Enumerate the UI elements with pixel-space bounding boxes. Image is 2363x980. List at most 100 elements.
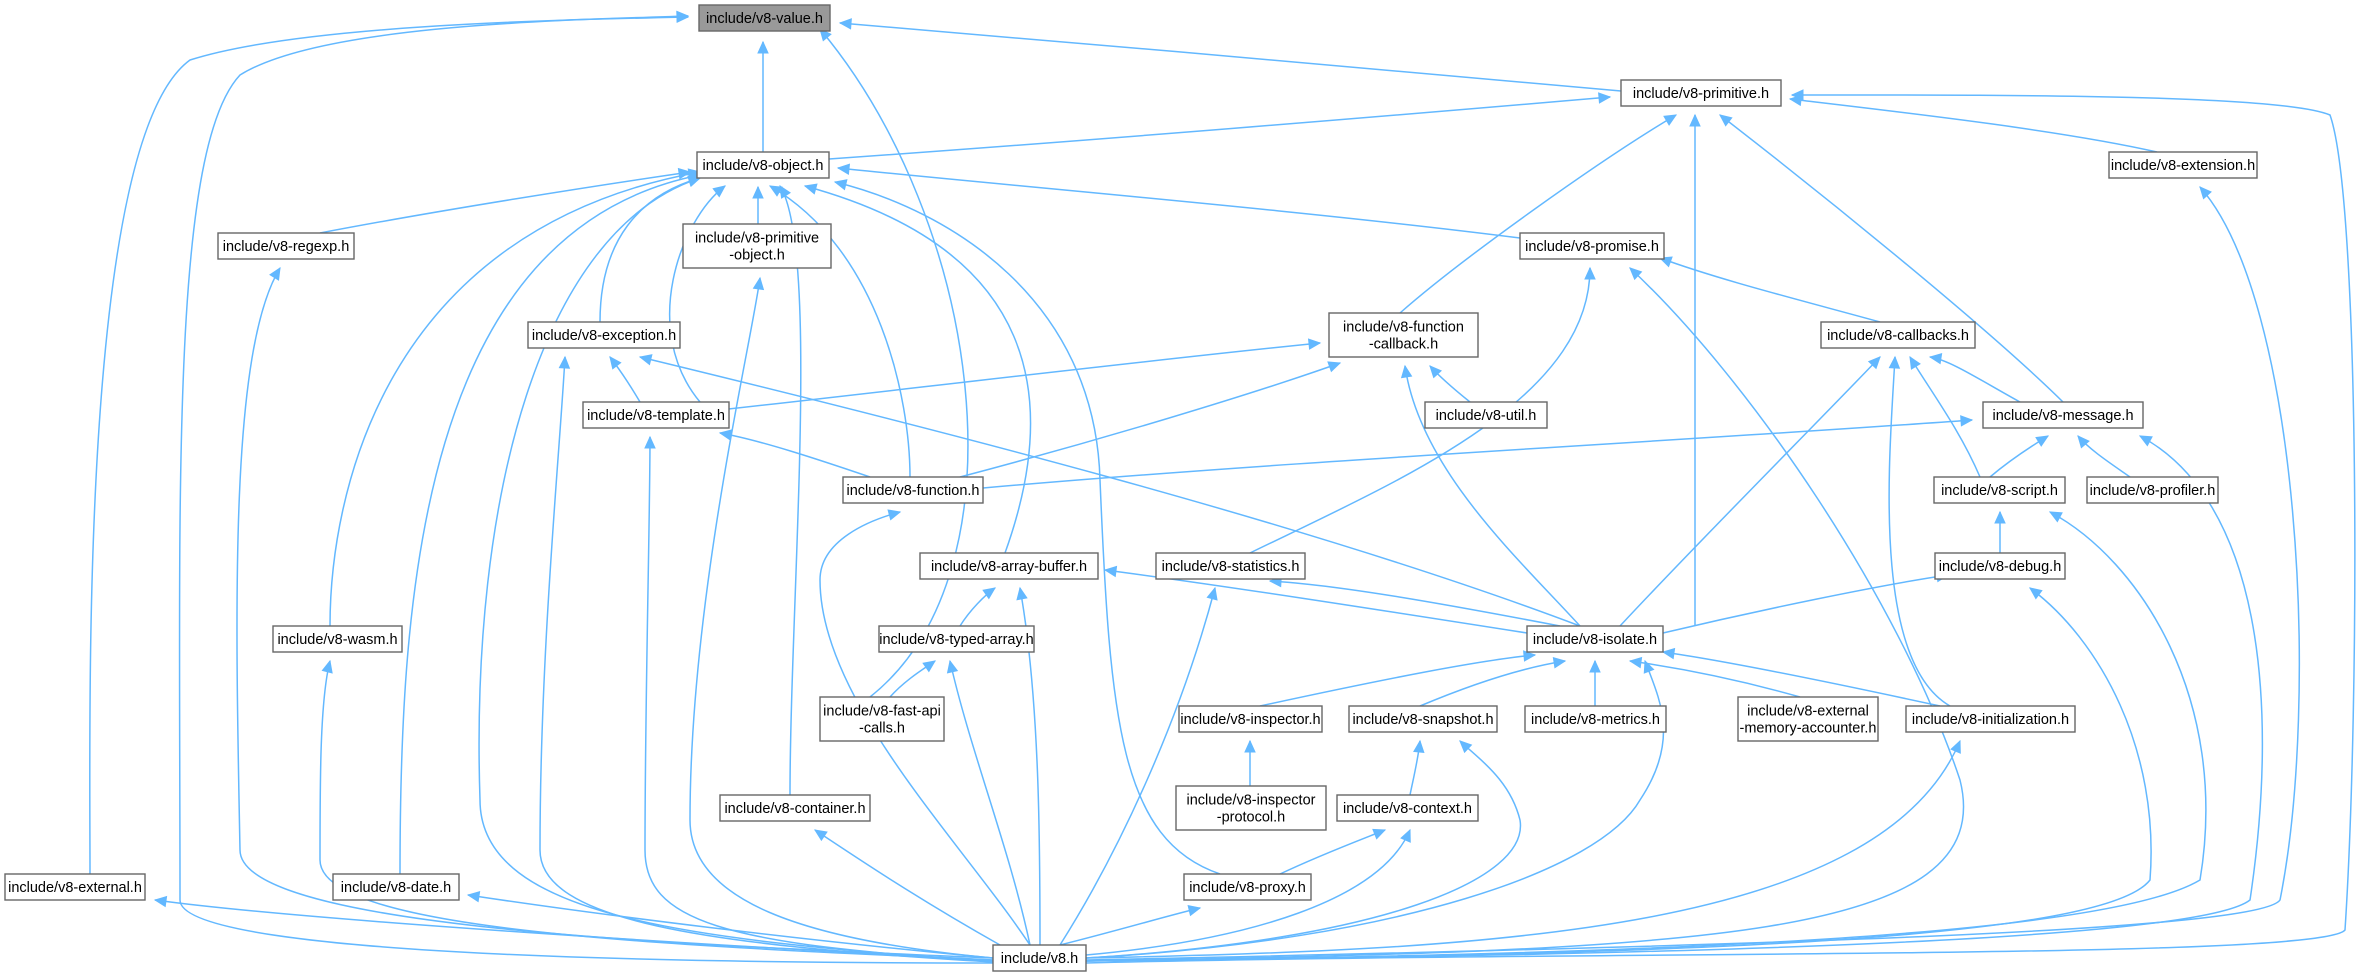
node-snapshot[interactable]: include/v8-snapshot.h (1348, 705, 1498, 733)
edge-proxy-to-object (834, 181, 1221, 875)
node-box (582, 401, 730, 429)
node-label: include/v8-array-buffer.h (931, 559, 1087, 575)
edge-v8-to-object (478, 177, 994, 963)
arrowhead-isolate-to-callbacks (1867, 356, 1881, 370)
node-debug[interactable]: include/v8-debug.h (1934, 552, 2066, 580)
arrowhead-v8-to-wasm (321, 659, 333, 674)
node-init[interactable]: include/v8-initialization.h (1905, 705, 2076, 733)
arrowhead-v8-to-date (466, 891, 481, 903)
node-label: include/v8-profiler.h (2090, 483, 2216, 499)
node-wasm[interactable]: include/v8-wasm.h (272, 625, 403, 653)
node-label: -protocol.h (1217, 810, 1286, 826)
edge-extension-to-primitive (1789, 98, 2158, 153)
node-label: include/v8-regexp.h (223, 239, 350, 255)
node-function[interactable]: include/v8-function.h (842, 476, 984, 504)
edge-function-to-object (769, 185, 911, 478)
arrowhead-metrics-to-isolate (1589, 659, 1601, 673)
node-primobj[interactable]: include/v8-primitive-object.h (682, 223, 832, 269)
arrowhead-profiler-to-message (2077, 435, 2090, 449)
node-exception[interactable]: include/v8-exception.h (527, 321, 681, 349)
arrowhead-primobj-to-object (752, 185, 764, 199)
node-statistics[interactable]: include/v8-statistics.h (1155, 552, 1306, 580)
node-box (1183, 873, 1312, 901)
node-util[interactable]: include/v8-util.h (1424, 401, 1548, 429)
node-v8[interactable]: include/v8.h (992, 944, 1087, 972)
node-regexp[interactable]: include/v8-regexp.h (217, 232, 355, 260)
node-box (992, 944, 1087, 972)
node-profiler[interactable]: include/v8-profiler.h (2086, 476, 2219, 504)
node-label: include/v8-isolate.h (1533, 632, 1657, 648)
node-box (1820, 321, 1976, 349)
edge-isolate-to-callbacks (1619, 356, 1881, 627)
node-promise[interactable]: include/v8-promise.h (1519, 232, 1665, 260)
arrowhead-v8-to-isolate (1643, 659, 1655, 674)
node-label: include/v8-fast-api (823, 704, 941, 720)
edge-v8-to-proxy (1059, 907, 1201, 946)
node-extension[interactable]: include/v8-extension.h (2108, 151, 2258, 179)
arrowhead-v8-to-promise (1629, 267, 1643, 281)
edge-statistics-to-promise (1249, 267, 1591, 554)
node-context[interactable]: include/v8-context.h (1336, 794, 1479, 822)
node-box (682, 223, 832, 269)
arrowhead-isolate-to-arraybuf (1103, 565, 1118, 578)
edge-promise-to-object (837, 167, 1521, 239)
arrowhead-v8-to-function (887, 509, 902, 521)
node-box (842, 476, 984, 504)
node-inspector[interactable]: include/v8-inspector.h (1178, 705, 1323, 733)
arrowhead-message-to-callbacks (1928, 352, 1943, 365)
node-primitive[interactable]: include/v8-primitive.h (1620, 79, 1782, 107)
node-label: include/v8-external (1747, 704, 1869, 720)
node-label: include/v8-inspector.h (1180, 712, 1320, 728)
node-box (1519, 232, 1665, 260)
edge-extmem-to-isolate (1629, 660, 1801, 698)
node-callbacks[interactable]: include/v8-callbacks.h (1820, 321, 1976, 349)
node-fcallback[interactable]: include/v8-function-callback.h (1328, 312, 1479, 358)
edge-v8-to-statistics (1059, 587, 1216, 946)
node-external[interactable]: include/v8-external.h (4, 873, 146, 901)
arrowhead-v8-to-arraybuf (1016, 586, 1028, 601)
node-box (719, 794, 871, 822)
edge-isolate-to-fcallback (1404, 365, 1581, 627)
node-label: include/v8-value.h (706, 11, 823, 27)
node-label: include/v8-callbacks.h (1827, 328, 1969, 344)
edge-v8-to-regexp (236, 267, 994, 959)
node-inspproto[interactable]: include/v8-inspector-protocol.h (1175, 785, 1327, 831)
node-template[interactable]: include/v8-template.h (582, 401, 730, 429)
edge-inspector-to-isolate (1259, 654, 1536, 707)
node-object[interactable]: include/v8-object.h (696, 151, 830, 179)
node-label: include/v8-exception.h (532, 328, 676, 344)
node-box (2086, 476, 2219, 504)
arrowhead-v8-to-snapshot (1459, 740, 1473, 754)
node-value[interactable]: include/v8-value.h (698, 4, 831, 32)
node-metrics[interactable]: include/v8-metrics.h (1524, 705, 1667, 733)
node-container[interactable]: include/v8-container.h (719, 794, 871, 822)
arrowhead-function-to-message (1960, 415, 1974, 427)
node-typedarr[interactable]: include/v8-typed-array.h (878, 625, 1035, 653)
arrowhead-v8-to-context (1400, 828, 1411, 843)
node-message[interactable]: include/v8-message.h (1982, 401, 2144, 429)
arrowhead-v8-to-primitive (1790, 89, 1804, 101)
edge-layer (89, 10, 2356, 964)
node-date[interactable]: include/v8-date.h (332, 873, 460, 901)
node-fastapi[interactable]: include/v8-fast-api-calls.h (819, 696, 945, 742)
arrowhead-script-to-callbacks (1909, 355, 1921, 370)
arrowhead-v8-to-object (687, 176, 702, 188)
arrowhead-v8-to-external (153, 895, 168, 908)
node-extmem[interactable]: include/v8-external-memory-accounter.h (1737, 696, 1879, 742)
node-isolate[interactable]: include/v8-isolate.h (1526, 625, 1664, 653)
arrowhead-v8-to-statistics (1206, 586, 1218, 601)
node-arraybuf[interactable]: include/v8-array-buffer.h (919, 552, 1099, 580)
node-label: include/v8-primitive.h (1633, 86, 1769, 102)
arrowhead-util-to-fcallback (1429, 365, 1443, 379)
edge-v8-to-snapshot (1085, 740, 1522, 959)
arrowhead-v8-to-primobj (752, 276, 765, 291)
node-layer: include/v8-value.h include/v8-primitive.h… (4, 4, 2258, 972)
node-label: include/v8-object.h (703, 158, 824, 174)
node-script[interactable]: include/v8-script.h (1933, 476, 2066, 504)
node-proxy[interactable]: include/v8-proxy.h (1183, 873, 1312, 901)
edge-v8-to-message (1085, 435, 2264, 962)
edge-v8-to-primitive (1085, 94, 2356, 964)
node-box (527, 321, 681, 349)
node-label: include/v8-message.h (1992, 408, 2133, 424)
